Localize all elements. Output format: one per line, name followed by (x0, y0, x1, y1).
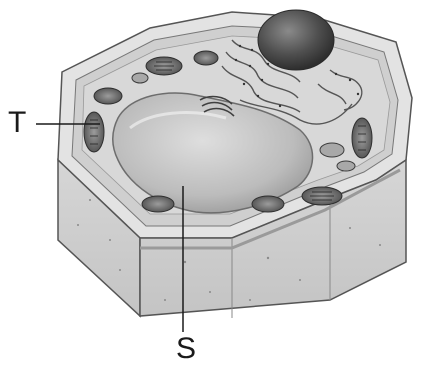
label-t: T (8, 108, 26, 138)
nucleus (258, 10, 334, 70)
label-s: S (176, 334, 196, 364)
